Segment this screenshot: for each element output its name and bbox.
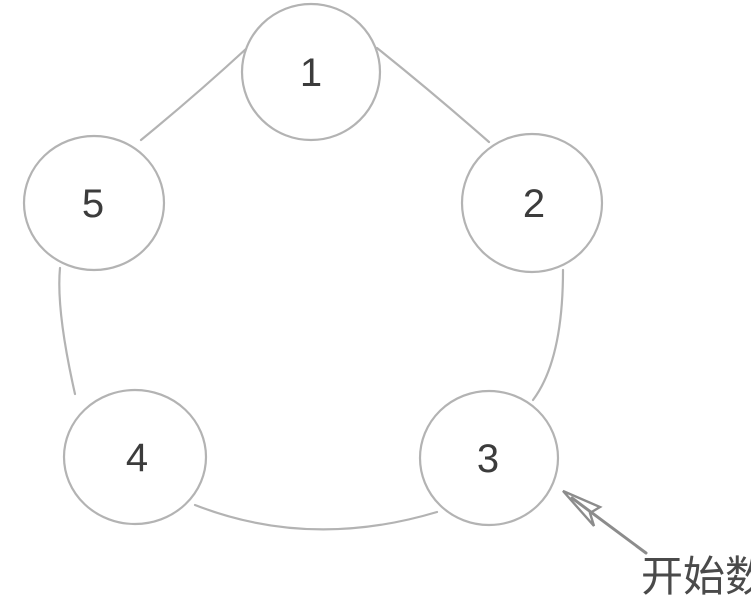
node-3-circle[interactable]: [418, 389, 560, 527]
edge-5-to-1: [139, 46, 249, 142]
node-4[interactable]: 4: [62, 388, 208, 526]
start-number-annotation: 开始数: [562, 489, 751, 601]
ring-nodes-group: 1 2 3 4 5: [22, 2, 604, 527]
node-3[interactable]: 3: [418, 389, 560, 527]
node-1-label: 1: [300, 51, 322, 95]
edge-2-to-3: [531, 268, 565, 402]
node-5-circle[interactable]: [22, 134, 166, 272]
annotation-leader-line: [570, 496, 648, 555]
node-2-circle[interactable]: [460, 132, 604, 274]
node-5-label: 5: [82, 182, 104, 226]
edge-3-to-4: [193, 503, 439, 531]
ring-edges-group: [58, 46, 565, 531]
node-1[interactable]: 1: [240, 2, 382, 142]
node-2[interactable]: 2: [460, 132, 604, 274]
node-4-circle[interactable]: [62, 388, 208, 526]
annotation-label: 开始数: [641, 552, 751, 601]
node-2-label: 2: [523, 182, 545, 226]
node-1-circle[interactable]: [240, 2, 382, 142]
node-5[interactable]: 5: [22, 134, 166, 272]
arrow-head-icon: [562, 489, 603, 527]
edge-4-to-5: [58, 266, 77, 396]
node-4-label: 4: [126, 436, 148, 480]
edge-1-to-2: [375, 46, 491, 144]
node-3-label: 3: [477, 437, 499, 481]
